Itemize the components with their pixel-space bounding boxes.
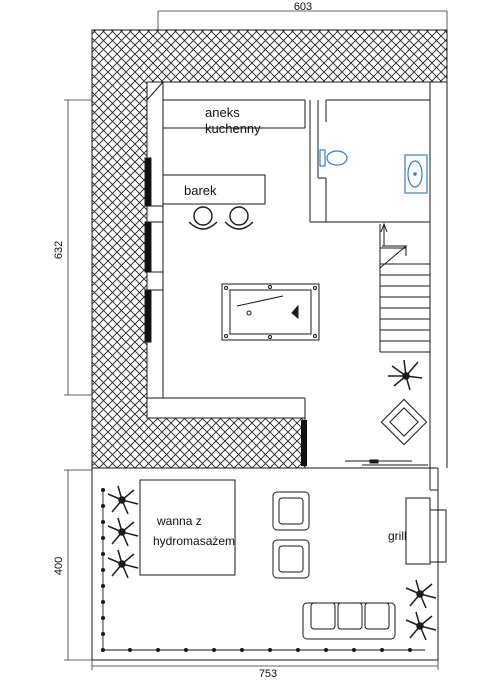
dimension-left-lower-label: 400 <box>53 557 65 575</box>
kitchenette-counter <box>163 99 306 129</box>
toilet-icon <box>319 149 348 167</box>
window-terrace <box>301 420 307 466</box>
plant-icon-2 <box>107 485 139 515</box>
plant-icon-3 <box>107 517 139 547</box>
sofa <box>302 602 396 640</box>
bar-stool-2 <box>224 206 254 230</box>
grill-unit <box>405 497 447 565</box>
terrace-railing <box>100 487 425 653</box>
plant-icon-6 <box>405 611 437 641</box>
hot-tub-label-1: wanna z <box>156 514 202 528</box>
dimension-left-lower <box>64 469 92 661</box>
hot-tub-label-2: hydromasażem <box>153 534 235 548</box>
dimension-left-label: 632 <box>53 241 65 259</box>
dimension-bottom <box>91 660 439 670</box>
bar-stool-1 <box>188 206 218 230</box>
hatched-walls <box>91 29 448 469</box>
bar-counter <box>162 174 266 205</box>
plant-icon-5 <box>405 579 437 609</box>
sliding-door <box>345 459 428 466</box>
kitchenette-label-2: kuchenny <box>205 121 261 136</box>
bar-label: barek <box>184 183 217 198</box>
armchair-icon <box>380 398 428 446</box>
dimension-left <box>64 99 92 396</box>
sink-icon <box>404 154 428 194</box>
grill-label: grill <box>388 529 407 543</box>
hot-tub <box>139 479 236 576</box>
terrace-outline <box>91 467 439 661</box>
pool-table <box>221 283 320 341</box>
lounge-chair-2 <box>272 539 310 579</box>
dimension-bottom-label: 753 <box>259 668 277 680</box>
plant-icon-1 <box>388 359 423 391</box>
plant-icon-4 <box>107 549 139 579</box>
windows-left <box>144 157 163 343</box>
dimension-top <box>157 10 448 30</box>
lounge-chair-1 <box>272 491 310 531</box>
dimension-top-label: 603 <box>294 1 312 13</box>
kitchenette-label-1: aneks <box>205 105 240 120</box>
staircase <box>379 222 430 353</box>
